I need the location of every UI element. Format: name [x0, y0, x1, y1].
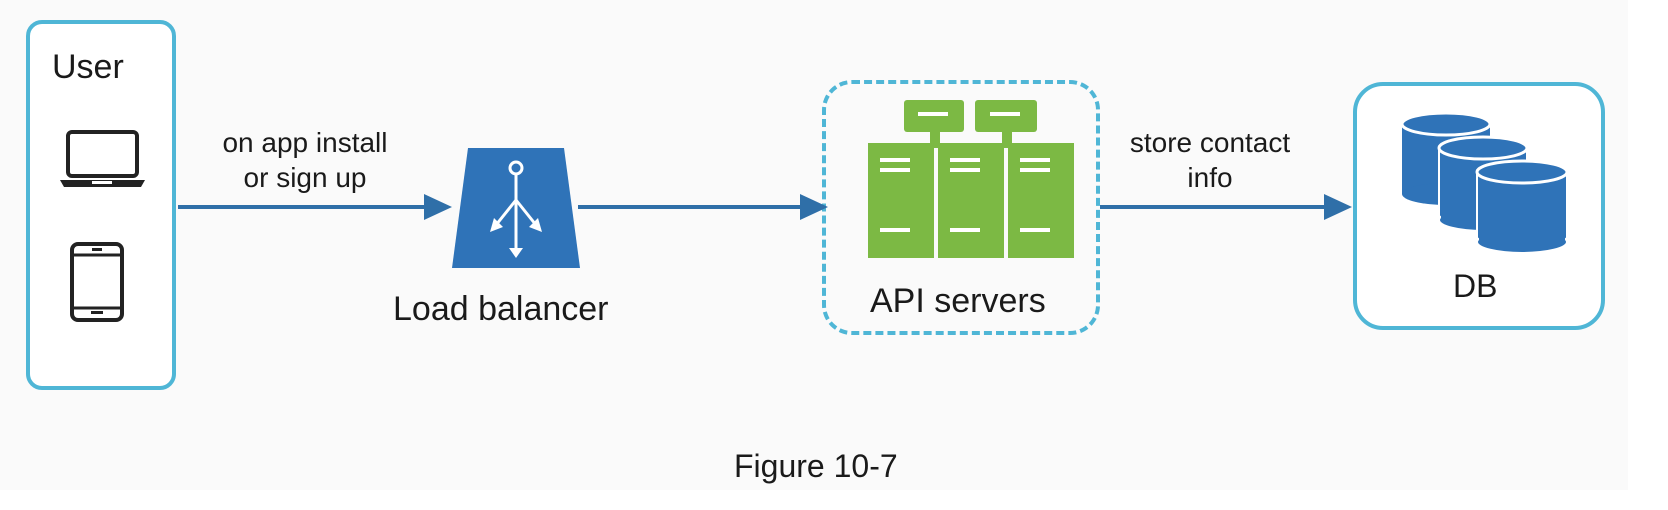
user-node — [26, 20, 176, 390]
tablet-icon — [70, 242, 124, 322]
figure-caption: Figure 10-7 — [734, 448, 898, 484]
arrow-api-to-db — [1100, 194, 1352, 220]
db-cylinder-3 — [1475, 159, 1569, 254]
edge-label-store: store contact info — [1092, 125, 1328, 195]
server-cluster-icon — [868, 100, 1074, 258]
user-label: User — [52, 48, 124, 86]
laptop-icon — [60, 130, 145, 187]
database-stack-icon — [1400, 111, 1569, 254]
load-balancer-icon — [452, 148, 580, 268]
api-servers-label: API servers — [870, 282, 1046, 320]
arrow-lb-to-api — [578, 194, 828, 220]
edge-label-line: info — [1187, 162, 1233, 193]
edge-label-line: on app install — [222, 127, 388, 158]
load-balancer-label: Load balancer — [393, 290, 609, 328]
arrow-user-to-lb — [178, 194, 452, 220]
edge-label-line: store contact — [1129, 127, 1291, 158]
edge-label-install: on app install or sign up — [180, 125, 430, 195]
db-label: DB — [1453, 268, 1498, 304]
edge-label-line: or sign up — [243, 162, 367, 193]
